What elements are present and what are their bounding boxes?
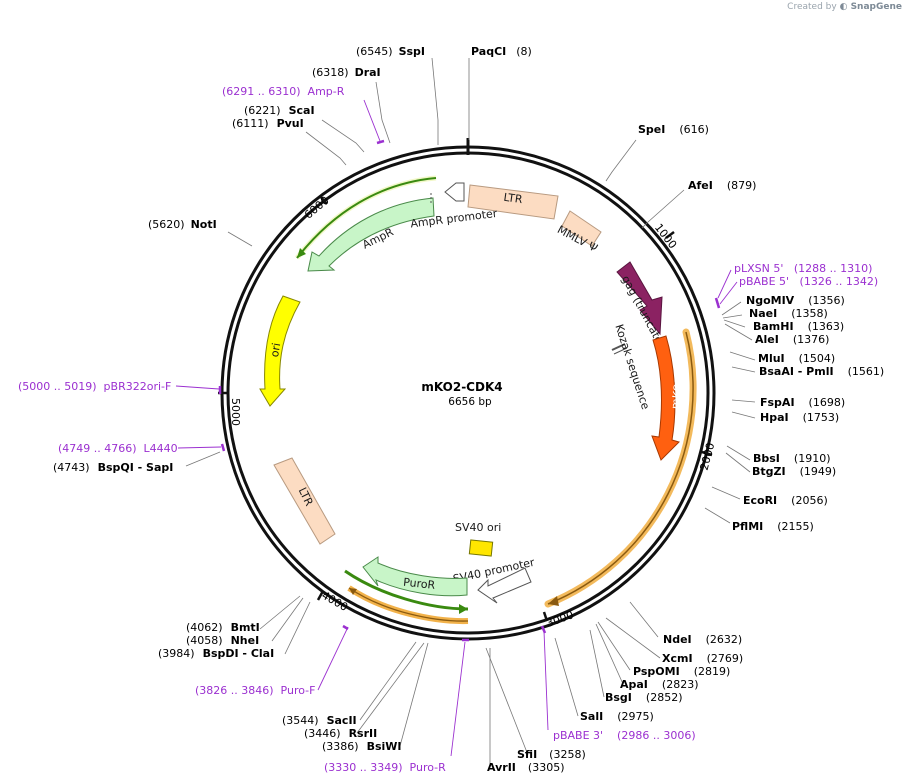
site-sali[interactable]: SalI(2975) [580,710,654,723]
site-spei[interactable]: SpeI(616) [638,123,709,136]
site-afei[interactable]: AfeI(879) [688,179,756,192]
site-btgzi[interactable]: BtgZI(1949) [752,465,836,478]
feature-mko2[interactable] [651,335,680,461]
site-bsgi[interactable]: BsgI(2852) [605,691,682,704]
tick-3000 [542,611,549,622]
site-paqci[interactable]: PaqCI(8) [471,45,532,58]
site-bsaai-pmli[interactable]: BsaAI - PmlI(1561) [759,365,884,378]
site-pflmi[interactable]: PflMI(2155) [732,520,814,533]
site-xcmi[interactable]: XcmI(2769) [662,652,743,665]
site-alei[interactable]: AleI(1376) [755,333,829,346]
site-bspqi-sapi[interactable]: (4743)BspQI - SapI [53,461,173,474]
feature-amp-promoter[interactable] [444,182,465,202]
primer-puro-f[interactable]: (3826 .. 3846) Puro-F [195,684,315,697]
tick-6000 [319,195,328,205]
site-sfii[interactable]: SfiI(3258) [517,748,586,761]
feature-ampr[interactable] [307,197,435,272]
primer-leaders [175,99,738,757]
map-length: 6656 bp [448,396,492,408]
primer-amp-r[interactable]: (6291 .. 6310) Amp-R [222,85,345,98]
site-hpai[interactable]: HpaI(1753) [760,411,839,424]
tick-label-2000: 2000 [698,441,718,471]
primer-pbabe-3[interactable]: pBABE 3' (2986 .. 3006) [553,729,696,742]
site-labels: (6545)SspI PaqCI(8) (6318)DraI (6221)Sca… [53,45,884,774]
feature-ltr-1-label: LTR [503,191,524,207]
green-highlight-puror [344,569,469,611]
site-fspai[interactable]: FspAI(1698) [760,396,845,409]
site-pvui[interactable]: (6111)PvuI [232,117,304,130]
site-nhei[interactable]: (4058)NheI [186,634,259,647]
tick-label-5000: 5000 [229,398,242,426]
primer-pbr322ori-f[interactable]: (5000 .. 5019) pBR322ori-F [18,380,171,393]
primer-labels: (6291 .. 6310) Amp-R pLXSN 5' (1288 .. 1… [18,85,878,774]
site-rsrii[interactable]: (3446)RsrII [304,727,377,740]
feature-kozak[interactable] [611,343,626,351]
primer-plxsn-5[interactable]: pLXSN 5' (1288 .. 1310) [734,262,872,275]
site-ecori[interactable]: EcoRI(2056) [743,494,828,507]
site-mlui[interactable]: MluI(1504) [758,352,835,365]
feature-sv40-ori[interactable] [468,539,494,557]
site-naei[interactable]: NaeI(1358) [749,307,828,320]
site-bamhi[interactable]: BamHI(1363) [753,320,844,333]
credit-prefix: Created by [787,2,837,12]
primer-pbabe-5[interactable]: pBABE 5' (1326 .. 1342) [739,275,878,288]
map-title: mKO2-CDK4 [421,380,502,394]
feature-mmlv-psi[interactable] [561,210,602,247]
feature-ori[interactable] [259,295,301,407]
snapgene-brand: ◐ SnapGene [839,2,902,12]
feature-ltr-1[interactable] [467,184,559,220]
site-sspi[interactable]: (6545)SspI [356,45,425,58]
feature-puror[interactable] [362,556,468,597]
primer-puro-r[interactable]: (3330 .. 3349) Puro-R [324,761,446,774]
feature-gag[interactable] [616,261,663,336]
feature-ltr-2[interactable] [273,457,336,545]
feature-ori-label: ori [268,342,283,358]
site-apai[interactable]: ApaI(2823) [620,678,698,691]
feature-mko2-label: mKO2 [669,376,686,410]
site-bsiwi[interactable]: (3386)BsiWI [322,740,402,753]
feature-sv40-promoter[interactable] [477,567,532,604]
credit-label: Created by ◐ SnapGene [787,2,902,12]
site-ngomiv[interactable]: NgoMIV(1356) [746,294,845,307]
site-scai[interactable]: (6221)ScaI [244,104,315,117]
feature-kozak-label: Kozak sequence [612,323,652,412]
tick-4000 [316,590,325,601]
site-leaders [185,57,756,767]
site-drai[interactable]: (6318)DraI [312,66,381,79]
feature-puror-label: PuroR [403,576,437,592]
primer-l4440[interactable]: (4749 .. 4766) L4440 [58,442,178,455]
feature-sv40-ori-label: SV40 ori [455,521,501,534]
brand-name: SnapGene [850,2,902,12]
site-bmti[interactable]: (4062)BmtI [186,621,260,634]
tick-1000 [665,231,675,239]
site-avrii[interactable]: AvrII(3305) [487,761,564,774]
site-sacii[interactable]: (3544)SacII [282,714,357,727]
site-pspomi[interactable]: PspOMI(2819) [633,665,730,678]
site-bbsi[interactable]: BbsI(1910) [753,452,830,465]
site-noti[interactable]: (5620)NotI [148,218,217,231]
site-ndei[interactable]: NdeI(2632) [663,633,742,646]
site-bspdi-clai[interactable]: (3984)BspDI - ClaI [158,647,274,660]
tick-label-3000: 3000 [545,608,576,630]
tick-2000 [701,450,713,457]
